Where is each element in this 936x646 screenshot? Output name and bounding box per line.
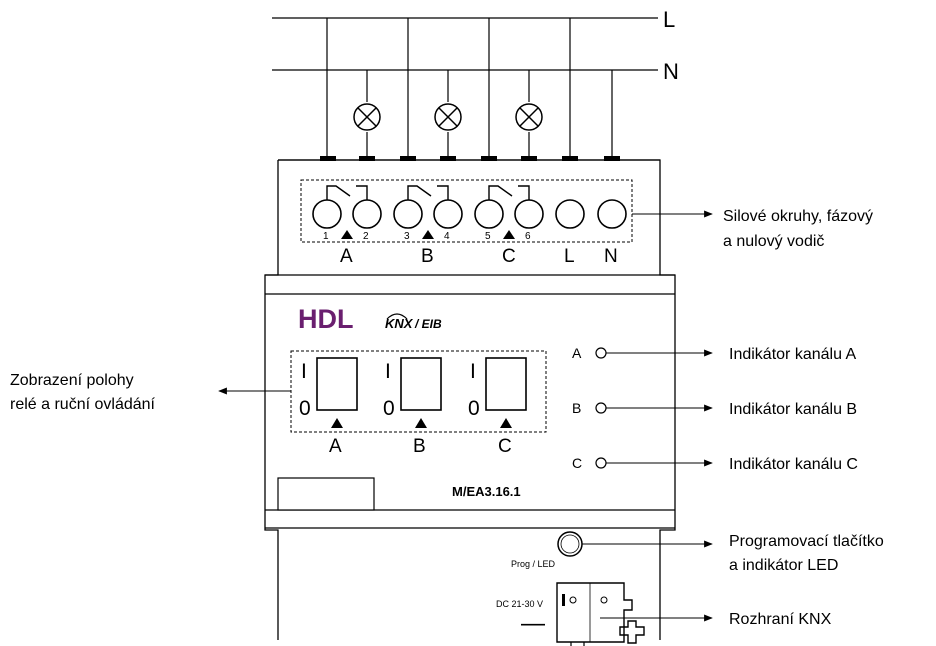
indicator-label-b: B bbox=[572, 400, 581, 416]
lamp-icon-b bbox=[434, 103, 462, 131]
switch-label-b: B bbox=[413, 436, 426, 457]
terminals bbox=[312, 199, 627, 229]
indicator-led-b bbox=[595, 402, 607, 414]
switch-label-a: A bbox=[329, 436, 342, 457]
knx-pin bbox=[600, 596, 608, 604]
switch-off-symbol: 0 bbox=[383, 397, 395, 420]
relay-switch-c[interactable] bbox=[485, 357, 527, 411]
label-slot bbox=[277, 477, 375, 511]
indicator-label-a: A bbox=[572, 345, 582, 361]
line-n-label: N bbox=[663, 59, 679, 84]
minus-symbol: — bbox=[521, 610, 545, 637]
knx-arc-icon bbox=[386, 313, 408, 320]
callout-indicator-b: Indikátor kanálu B bbox=[729, 401, 857, 418]
callout-relay-line1: Zobrazení polohy bbox=[10, 372, 134, 389]
device-top-notches bbox=[320, 156, 620, 161]
terminal-number: 2 bbox=[363, 231, 369, 242]
terminal-label-n: N bbox=[604, 246, 618, 267]
prog-led-label: Prog / LED bbox=[511, 559, 556, 569]
switch-on-symbol: I bbox=[385, 360, 391, 383]
model-number: M/EA3.16.1 bbox=[452, 484, 521, 499]
callout-prog-line1: Programovací tlačítko bbox=[729, 533, 884, 550]
terminal-label-c: C bbox=[502, 246, 516, 267]
terminal-number: 5 bbox=[485, 231, 491, 242]
knx-connector bbox=[556, 582, 633, 643]
callout-knx: Rozhraní KNX bbox=[729, 611, 832, 628]
relay-switch-b[interactable] bbox=[400, 357, 442, 411]
lamp-icon-a bbox=[353, 103, 381, 131]
terminal-triangle-icons bbox=[341, 230, 515, 239]
callout-indicator-c: Indikátor kanálu C bbox=[729, 456, 858, 473]
lamp-icon-c bbox=[515, 103, 543, 131]
switch-off-symbol: 0 bbox=[299, 397, 311, 420]
relay-contact-symbols bbox=[326, 185, 530, 200]
voltage-label: DC 21-30 V bbox=[496, 599, 543, 609]
terminal-block bbox=[300, 179, 633, 243]
wires bbox=[326, 18, 613, 160]
callout-indicator-a: Indikátor kanálu A bbox=[729, 346, 857, 363]
indicator-led-c bbox=[595, 457, 607, 469]
terminal-number: 1 bbox=[323, 231, 329, 242]
knx-logo: KNX bbox=[385, 316, 414, 331]
device-body bbox=[264, 159, 676, 640]
terminal-number: 6 bbox=[525, 231, 531, 242]
switch-triangle-icons bbox=[331, 418, 512, 428]
terminal-label-b: B bbox=[421, 246, 434, 267]
prog-button-inner bbox=[560, 534, 580, 554]
indicator-label-c: C bbox=[572, 455, 582, 471]
switch-on-symbol: I bbox=[301, 360, 307, 383]
callout-power-line2: a nulový vodič bbox=[723, 233, 824, 250]
terminal-number: 3 bbox=[404, 231, 410, 242]
brand-logo: HDL bbox=[298, 304, 354, 334]
terminal-number: 4 bbox=[444, 231, 450, 242]
switch-on-symbol: I bbox=[470, 360, 476, 383]
line-l-label: L bbox=[663, 7, 675, 32]
prog-button[interactable] bbox=[557, 531, 583, 557]
relay-switch-a[interactable] bbox=[316, 357, 358, 411]
eib-logo: / EIB bbox=[414, 317, 442, 331]
terminal-label-l: L bbox=[564, 246, 575, 267]
switch-label-c: C bbox=[498, 436, 512, 457]
switch-off-symbol: 0 bbox=[468, 397, 480, 420]
knx-pin bbox=[569, 596, 577, 604]
callout-arrows bbox=[218, 210, 713, 622]
plus-symbol bbox=[619, 620, 645, 644]
callout-power-line1: Silové okruhy, fázový bbox=[723, 208, 873, 225]
indicator-led-a bbox=[595, 347, 607, 359]
callout-relay-line2: relé a ruční ovládání bbox=[10, 396, 156, 413]
callout-prog-line2: a indikátor LED bbox=[729, 557, 838, 574]
terminal-label-a: A bbox=[340, 246, 353, 267]
knx-pin bbox=[562, 594, 565, 606]
